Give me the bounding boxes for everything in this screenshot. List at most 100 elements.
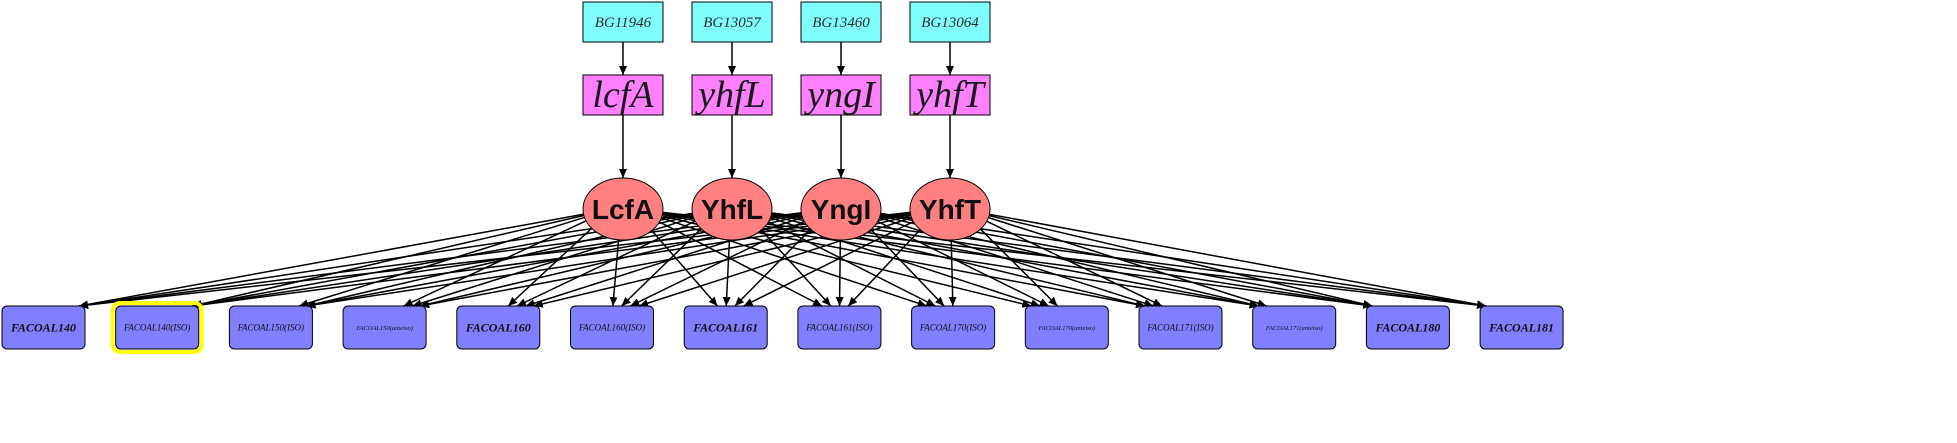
reaction-box xyxy=(1,305,86,350)
edge-protein-to-reaction xyxy=(984,219,1163,307)
protein-label: LcfA xyxy=(592,194,654,225)
reaction-label: FACOAL160 xyxy=(465,321,531,335)
edge-protein-to-reaction xyxy=(987,213,1487,309)
edge-protein-to-reaction xyxy=(507,226,594,307)
reaction-label: FACOAL170(anteiso) xyxy=(1038,325,1096,332)
gene-label: yhfT xyxy=(912,74,986,116)
gene-node-yngi[interactable]: yngI xyxy=(800,74,882,116)
gene-id-node-bg13460[interactable]: BG13460 xyxy=(800,1,882,43)
gene-id-node-bg13057[interactable]: BG13057 xyxy=(691,1,773,43)
reaction-node-facoal171-anteiso[interactable]: FACOAL171(anteiso) xyxy=(1252,305,1337,350)
reaction-node-facoal161[interactable]: FACOAL161 xyxy=(683,305,768,350)
reaction-label: FACOAL140 xyxy=(10,321,76,335)
edge-protein-to-reaction xyxy=(769,211,1487,309)
reaction-node-facoal140-iso[interactable]: FACOAL140(ISO) xyxy=(110,301,204,354)
reaction-box xyxy=(911,305,996,350)
gene-box xyxy=(582,74,664,116)
reaction-box xyxy=(1024,305,1109,350)
reaction-label: FACOAL150(ISO) xyxy=(237,323,304,333)
reaction-node-facoal180[interactable]: FACOAL180 xyxy=(1365,305,1450,350)
protein-label: YhfT xyxy=(919,194,981,225)
protein-node-yhfl[interactable]: YhfL xyxy=(691,177,773,241)
reaction-node-facoal150-iso[interactable]: FACOAL150(ISO) xyxy=(228,305,313,350)
reaction-label: FACOAL160(ISO) xyxy=(578,323,645,333)
gene-id-box xyxy=(582,1,664,43)
nodes-layer: BG11946 BG13057 BG13460 BG13064 lcfA yhfL yngI… xyxy=(1,1,1564,354)
highlight-border xyxy=(110,301,204,354)
edge-protein-to-reaction xyxy=(298,216,587,308)
gene-id-label: BG13460 xyxy=(812,15,870,31)
gene-label: lcfA xyxy=(592,74,654,116)
reaction-node-facoal140[interactable]: FACOAL140 xyxy=(1,305,86,350)
gene-box xyxy=(800,74,882,116)
edge-protein-to-reaction xyxy=(743,220,916,307)
edge-protein-to-reaction xyxy=(192,214,586,308)
edge-protein-to-reaction xyxy=(847,227,922,307)
edge-protein-to-reaction xyxy=(192,211,913,309)
gene-box xyxy=(691,74,773,116)
gene-id-label: BG13057 xyxy=(703,15,762,31)
edge-protein-to-reaction xyxy=(629,219,807,307)
reaction-box xyxy=(683,305,768,350)
protein-node-yngi[interactable]: YngI xyxy=(800,177,882,241)
reaction-label: FACOAL180 xyxy=(1374,321,1440,335)
edge-protein-to-reaction xyxy=(759,228,832,307)
protein-ellipse xyxy=(582,177,664,241)
gene-id-box xyxy=(909,1,991,43)
edge-protein-to-reaction xyxy=(766,220,936,307)
reaction-node-facoal181[interactable]: FACOAL181 xyxy=(1479,305,1564,350)
gene-id-label: BG11946 xyxy=(595,15,652,31)
reaction-box xyxy=(570,305,654,350)
reaction-box xyxy=(1138,305,1223,350)
edge-protein-to-reaction xyxy=(412,216,696,308)
reaction-node-facoal160[interactable]: FACOAL160 xyxy=(456,305,541,350)
edge-protein-to-reaction xyxy=(621,226,703,307)
reaction-box xyxy=(1252,305,1337,350)
gene-id-box xyxy=(691,1,773,43)
reaction-node-facoal160-iso[interactable]: FACOAL160(ISO) xyxy=(570,305,654,350)
edge-protein-to-reaction xyxy=(78,213,586,309)
reaction-node-facoal170-iso[interactable]: FACOAL170(ISO) xyxy=(911,305,996,350)
reaction-label: FACOAL150(anteiso) xyxy=(355,325,413,332)
gene-node-yhft[interactable]: yhfT xyxy=(909,74,991,116)
protein-ellipse xyxy=(909,177,991,241)
edge-protein-to-reaction xyxy=(978,227,1058,307)
gene-label: yngI xyxy=(803,74,877,116)
edges-layer xyxy=(78,42,1487,309)
edge-protein-to-reaction xyxy=(78,211,913,309)
gene-node-lcfa[interactable]: lcfA xyxy=(582,74,664,116)
edge-protein-to-reaction xyxy=(78,211,804,309)
reaction-node-facoal150-anteiso[interactable]: FACOAL150(anteiso) xyxy=(342,305,427,350)
protein-label: YhfL xyxy=(701,194,763,225)
reaction-label: FACOAL181 xyxy=(1488,321,1554,335)
protein-ellipse xyxy=(691,177,773,241)
reaction-box xyxy=(1365,305,1450,350)
reaction-label: FACOAL171(anteiso) xyxy=(1265,325,1323,332)
protein-node-yhft[interactable]: YhfT xyxy=(909,177,991,241)
edge-protein-to-reaction xyxy=(875,219,1050,307)
gene-node-yhfl[interactable]: yhfL xyxy=(691,74,773,116)
edge-protein-to-reaction xyxy=(650,228,719,307)
edge-protein-to-reaction xyxy=(835,238,844,307)
gene-id-label: BG13064 xyxy=(921,15,979,31)
gene-id-box xyxy=(800,1,882,43)
edge-protein-to-reaction xyxy=(987,214,1373,308)
gene-id-node-bg11946[interactable]: BG11946 xyxy=(582,1,664,43)
reaction-box xyxy=(115,305,200,350)
edge-protein-to-reaction xyxy=(660,211,1373,309)
edge-protein-to-reaction xyxy=(986,216,1267,308)
edge-protein-to-reaction xyxy=(948,238,957,307)
reaction-node-facoal161-iso[interactable]: FACOAL161(ISO) xyxy=(797,305,882,350)
protein-node-lcfa[interactable]: LcfA xyxy=(582,177,664,241)
protein-ellipse xyxy=(800,177,882,241)
reaction-label: FACOAL170(ISO) xyxy=(919,323,986,333)
reaction-node-facoal171-iso[interactable]: FACOAL171(ISO) xyxy=(1138,305,1223,350)
protein-label: YngI xyxy=(811,194,872,225)
gene-id-node-bg13064[interactable]: BG13064 xyxy=(909,1,991,43)
reaction-node-facoal170-anteiso[interactable]: FACOAL170(anteiso) xyxy=(1024,305,1109,350)
gene-label: yhfL xyxy=(694,74,766,116)
reaction-label: FACOAL171(ISO) xyxy=(1146,323,1213,333)
gene-box xyxy=(909,74,991,116)
reaction-box xyxy=(1479,305,1564,350)
